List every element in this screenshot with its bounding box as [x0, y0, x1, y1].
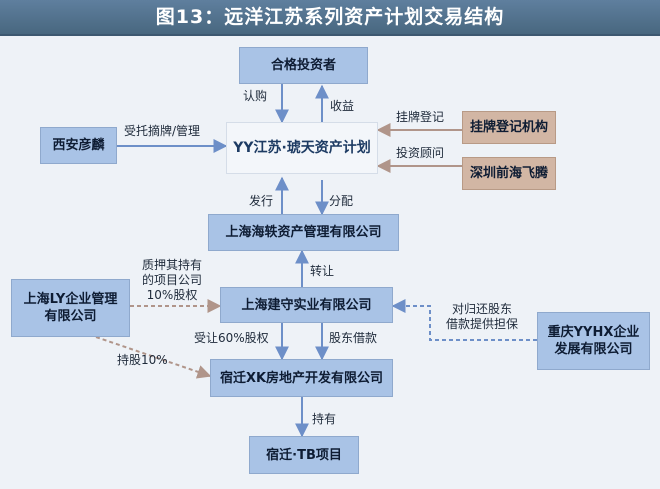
label-guarantee: 对归还股东 借款提供担保: [437, 302, 527, 332]
label-pledge-line-3: 10%股权: [146, 288, 198, 302]
node-suqian: 宿迁XK房地产开发有限公司: [210, 359, 393, 397]
label-pledge-line-2: 的项目公司: [141, 273, 202, 287]
label-advisor: 投资顾问: [396, 146, 445, 160]
diagram-title: 图13：远洋江苏系列资产计划交易结构: [155, 6, 505, 28]
label-hold: 持有: [312, 412, 337, 426]
label-guarantee-line-2: 借款提供担保: [445, 317, 518, 331]
label-transfer: 转让: [310, 264, 335, 278]
label-issue: 发行: [249, 194, 274, 208]
node-jianshou-label: 上海建守实业有限公司: [241, 297, 372, 313]
node-qualified-investors: 合格投资者: [239, 47, 368, 84]
label-entrust: 受托摘牌/管理: [124, 124, 201, 138]
label-pledge: 质押其持有 的项目公司 10%股权: [132, 258, 212, 303]
node-project-label: 宿迁·TB项目: [266, 447, 342, 463]
node-shenzhen-label: 深圳前海飞腾: [469, 166, 548, 181]
node-registry-label: 挂牌登记机构: [469, 120, 548, 135]
label-listing: 挂牌登记: [396, 110, 445, 124]
node-xian: 西安彦麟: [40, 127, 117, 164]
label-guarantee-line-1: 对归还股东: [451, 302, 512, 316]
label-pledge-line-1: 质押其持有: [141, 258, 202, 272]
node-haitie: 上海海轶资产管理有限公司: [208, 214, 399, 251]
node-jianshou: 上海建守实业有限公司: [220, 287, 393, 323]
label-distribute: 分配: [329, 194, 354, 208]
label-subscribe: 认购: [243, 89, 268, 103]
node-qualified-investors-label: 合格投资者: [270, 58, 336, 73]
node-ly-label: 上海LY企业管理有限公司: [23, 292, 118, 324]
node-suqian-label: 宿迁XK房地产开发有限公司: [219, 370, 384, 386]
label-hold10: 持股10%: [117, 353, 168, 367]
node-haitie-label: 上海海轶资产管理有限公司: [225, 225, 382, 240]
arrow-hold10: [95, 336, 212, 379]
node-shenzhen: 深圳前海飞腾: [462, 157, 556, 190]
node-xian-label: 西安彦麟: [52, 138, 105, 153]
node-asset-plan-label: YY江苏·琥天资产计划: [233, 139, 371, 156]
node-chongqing-label: 重庆YYHX企业发展有限公司: [547, 325, 640, 357]
node-ly: 上海LY企业管理有限公司: [11, 279, 130, 337]
title-bar: 图13：远洋江苏系列资产计划交易结构: [0, 0, 660, 36]
node-registry: 挂牌登记机构: [462, 111, 556, 144]
label-returns: 收益: [330, 99, 355, 113]
node-asset-plan: YY江苏·琥天资产计划: [226, 122, 378, 174]
node-project: 宿迁·TB项目: [249, 436, 359, 474]
label-loan: 股东借款: [329, 331, 378, 345]
label-equity60: 受让60%股权: [194, 331, 269, 345]
node-chongqing: 重庆YYHX企业发展有限公司: [537, 312, 650, 370]
